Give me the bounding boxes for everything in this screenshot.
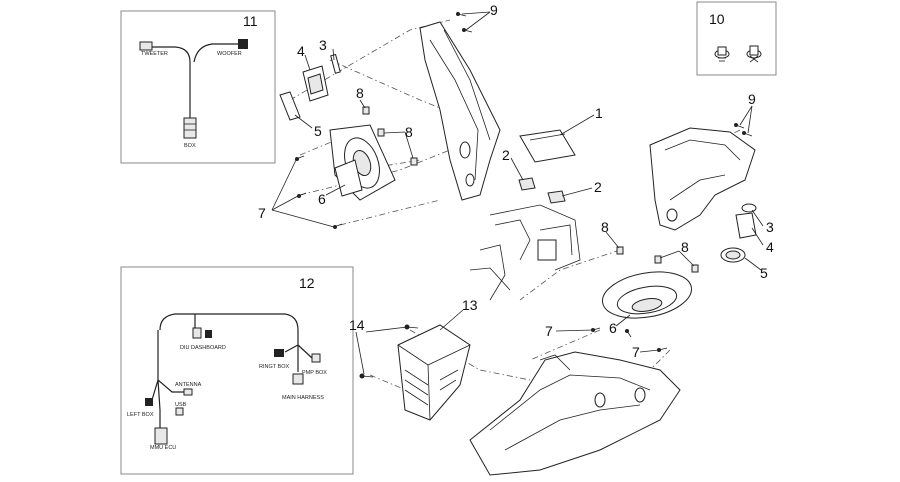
inset-10-frame bbox=[696, 1, 777, 76]
clip-icon-b bbox=[746, 45, 762, 63]
inset-11-frame bbox=[120, 10, 276, 164]
left-fairing-panel bbox=[419, 12, 501, 201]
ringt-label: RINGT BOX bbox=[259, 364, 289, 370]
usb-connector-icon bbox=[175, 407, 184, 416]
woofer-wire bbox=[193, 43, 240, 63]
main-harness-connector-icon bbox=[292, 373, 304, 385]
clip-8b bbox=[377, 128, 385, 137]
callout-9a: 9 bbox=[490, 2, 498, 18]
callout-6b: 6 bbox=[609, 320, 617, 336]
right-tweeter-spring bbox=[741, 203, 757, 213]
clip-8c bbox=[410, 157, 418, 166]
main-harness-label: MAIN HARNESS bbox=[282, 395, 324, 401]
inset-12-frame bbox=[120, 266, 354, 475]
woofer-connector-icon bbox=[238, 39, 248, 49]
callout-8a: 8 bbox=[356, 85, 364, 101]
callout-7c: 7 bbox=[632, 344, 640, 360]
callout-6a: 6 bbox=[318, 191, 326, 207]
callout-numbers: 1 2 2 3 3 4 4 5 5 6 6 7 7 7 8 8 8 8 9 9 … bbox=[258, 2, 774, 360]
callout-8d: 8 bbox=[681, 239, 689, 255]
box-label: BOX bbox=[184, 143, 196, 149]
clip-2b bbox=[547, 190, 566, 204]
clip-8f bbox=[691, 264, 699, 273]
callout-3b: 3 bbox=[766, 219, 774, 235]
right-speaker-assembly bbox=[591, 246, 699, 352]
amplifier-module bbox=[518, 129, 576, 204]
frame-bracket bbox=[469, 204, 581, 301]
callout-5b: 5 bbox=[760, 265, 768, 281]
diu-label: DIU DASHBOARD bbox=[180, 345, 226, 351]
clip-icon-a bbox=[714, 46, 730, 62]
usb-label: USB bbox=[175, 402, 187, 408]
box-connector-icon bbox=[183, 117, 197, 139]
tweeter-ring bbox=[279, 91, 301, 121]
callout-7a: 7 bbox=[258, 205, 266, 221]
inset-10-clips: 10 bbox=[696, 1, 777, 76]
callout-2a: 2 bbox=[502, 147, 510, 163]
harness-loop bbox=[159, 313, 299, 345]
pmp-label: PMP BOX bbox=[302, 370, 327, 376]
right-fairing-panel bbox=[649, 123, 757, 263]
callout-9b: 9 bbox=[748, 91, 756, 107]
callout-2b: 2 bbox=[594, 179, 602, 195]
tweeter-connector-icon bbox=[139, 41, 153, 51]
tweeter-label: TWEETER bbox=[141, 51, 168, 57]
ecu-module bbox=[359, 324, 471, 421]
front-body-cover bbox=[469, 351, 681, 476]
antenna-connector-icon bbox=[183, 388, 193, 396]
inset-11-wiring: TWEETER WOOFER BOX 11 bbox=[120, 10, 276, 164]
callout-1: 1 bbox=[595, 105, 603, 121]
tweeter-spring bbox=[330, 53, 341, 74]
callout-8c: 8 bbox=[601, 219, 609, 235]
callout-11: 11 bbox=[243, 13, 258, 29]
diu-connector-icon bbox=[192, 327, 202, 339]
callout-14: 14 bbox=[349, 317, 365, 333]
clip-8a bbox=[362, 106, 370, 115]
callout-4b: 4 bbox=[766, 239, 774, 255]
callout-10: 10 bbox=[709, 11, 725, 27]
callout-3a: 3 bbox=[319, 37, 327, 53]
callout-4a: 4 bbox=[297, 43, 305, 59]
callout-13: 13 bbox=[462, 297, 478, 313]
left-box-label: LEFT BOX bbox=[127, 412, 154, 418]
woofer-label: WOOFER bbox=[217, 51, 242, 57]
left-speaker-assembly bbox=[279, 53, 418, 229]
inset-12-harness: 12 DIU DASHBOARD RINGT BOX PMP BOX MAIN … bbox=[120, 266, 354, 475]
leader-lines bbox=[271, 11, 764, 375]
callout-8b: 8 bbox=[405, 124, 413, 140]
mmu-connector-icon bbox=[154, 427, 168, 445]
clip-8e bbox=[654, 255, 662, 264]
antenna-label: ANTENNA bbox=[175, 382, 202, 388]
clip-2a bbox=[518, 177, 536, 191]
clip-8d bbox=[616, 246, 624, 255]
mmu-label: MMU ECU bbox=[150, 445, 176, 451]
left-box-connector-icon bbox=[145, 398, 153, 406]
callout-12: 12 bbox=[299, 275, 315, 291]
right-tweeter-housing bbox=[735, 212, 757, 239]
callout-7b: 7 bbox=[545, 323, 553, 339]
tweeter-wire bbox=[150, 46, 191, 118]
ringt-connector-icon bbox=[274, 349, 284, 357]
callout-5a: 5 bbox=[314, 123, 322, 139]
pmp-connector-icon bbox=[311, 353, 321, 363]
